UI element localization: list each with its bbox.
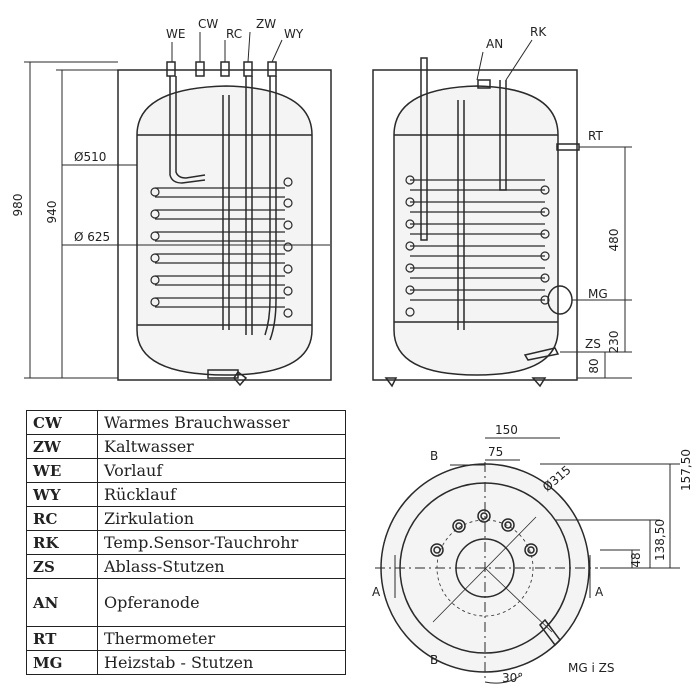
dim-230: 230 (607, 331, 621, 354)
front-connection-stubs (166, 61, 277, 77)
side-zs-stub (523, 347, 560, 361)
label-rc: RC (226, 27, 242, 41)
dim-157-50: 157,50 (679, 449, 693, 491)
side-rt-stub (556, 143, 580, 151)
legend-desc: Vorlauf (97, 458, 346, 483)
front-pipe-rc (222, 95, 230, 330)
legend-code: WE (26, 458, 98, 483)
label-zs: ZS (585, 337, 601, 351)
dim-150: 150 (495, 423, 518, 437)
legend-desc: Zirkulation (97, 506, 346, 531)
legend-desc: Ablass-Stutzen (97, 554, 346, 579)
dim-480: 480 (607, 229, 621, 252)
label-rk: RK (530, 25, 547, 39)
front-pipe-zw (245, 76, 253, 335)
label-rt: RT (588, 129, 603, 143)
legend-row: RT Thermometer (26, 626, 346, 651)
legend-desc: Warmes Brauchwasser (97, 410, 346, 435)
side-coil (405, 175, 550, 317)
legend-desc: Heizstab - Stutzen (97, 650, 346, 675)
legend-row: ZW Kaltwasser (26, 434, 346, 459)
legend-row: CW Warmes Brauchwasser (26, 410, 346, 435)
legend-code: RK (26, 530, 98, 555)
label-cw: CW (198, 17, 218, 31)
dim-dia-315: Ø315 (540, 463, 574, 495)
front-tank-body (136, 85, 313, 376)
legend-code: RT (26, 626, 98, 651)
dim-30-degrees: 30° (502, 671, 523, 685)
label-an: AN (486, 37, 503, 51)
top-dimensions (394, 437, 680, 684)
dim-dia-625: Ø 625 (74, 230, 110, 244)
top-connection-circles (430, 509, 538, 557)
legend-code: ZS (26, 554, 98, 579)
front-feet (207, 369, 248, 387)
dim-dia-510: Ø510 (74, 150, 106, 164)
dim-75: 75 (488, 445, 503, 459)
legend-table: CW Warmes Brauchwasser ZW Kaltwasser WE … (26, 410, 346, 675)
legend-desc: Kaltwasser (97, 434, 346, 459)
label-we: WE (166, 27, 185, 41)
side-anode (420, 57, 428, 241)
label-mg-zs: MG i ZS (568, 661, 614, 675)
legend-desc: Temp.Sensor-Tauchrohr (97, 530, 346, 555)
front-outer-frame (117, 69, 332, 381)
legend-row: RC Zirkulation (26, 506, 346, 531)
front-pipe-we (169, 76, 206, 184)
dim-940: 940 (45, 201, 59, 224)
front-view (117, 61, 332, 387)
label-b-top: B (430, 449, 438, 463)
legend-row: AN Opferanode (26, 578, 346, 627)
side-tank-body (393, 85, 559, 376)
front-label-leaders (171, 31, 283, 63)
dim-980: 980 (11, 194, 25, 217)
legend-row: ZS Ablass-Stutzen (26, 554, 346, 579)
side-outer-frame (372, 69, 578, 381)
dim-48: 48 (629, 552, 643, 567)
legend-row: MG Heizstab - Stutzen (26, 650, 346, 675)
dim-80: 80 (587, 358, 601, 373)
front-dimensions (24, 61, 330, 379)
label-mg: MG (588, 287, 608, 301)
legend-desc: Opferanode (97, 578, 346, 627)
label-a-left: A (372, 585, 381, 599)
legend-code: AN (26, 578, 98, 627)
legend-row: WY Rücklauf (26, 482, 346, 507)
label-wy: WY (284, 27, 304, 41)
legend-desc: Thermometer (97, 626, 346, 651)
legend-code: MG (26, 650, 98, 675)
legend-row: RK Temp.Sensor-Tauchrohr (26, 530, 346, 555)
legend-row: WE Vorlauf (26, 458, 346, 483)
side-dimensions (476, 39, 632, 379)
legend-code: CW (26, 410, 98, 435)
legend-code: RC (26, 506, 98, 531)
label-a-right: A (595, 585, 604, 599)
side-view (372, 57, 580, 388)
top-view (375, 462, 598, 680)
front-coil (150, 177, 293, 318)
legend-code: ZW (26, 434, 98, 459)
front-pipe-wy (264, 76, 277, 341)
legend-code: WY (26, 482, 98, 507)
legend-desc: Rücklauf (97, 482, 346, 507)
label-zw: ZW (256, 17, 276, 31)
dim-138-50: 138,50 (653, 519, 667, 561)
label-b-bottom: B (430, 653, 438, 667)
